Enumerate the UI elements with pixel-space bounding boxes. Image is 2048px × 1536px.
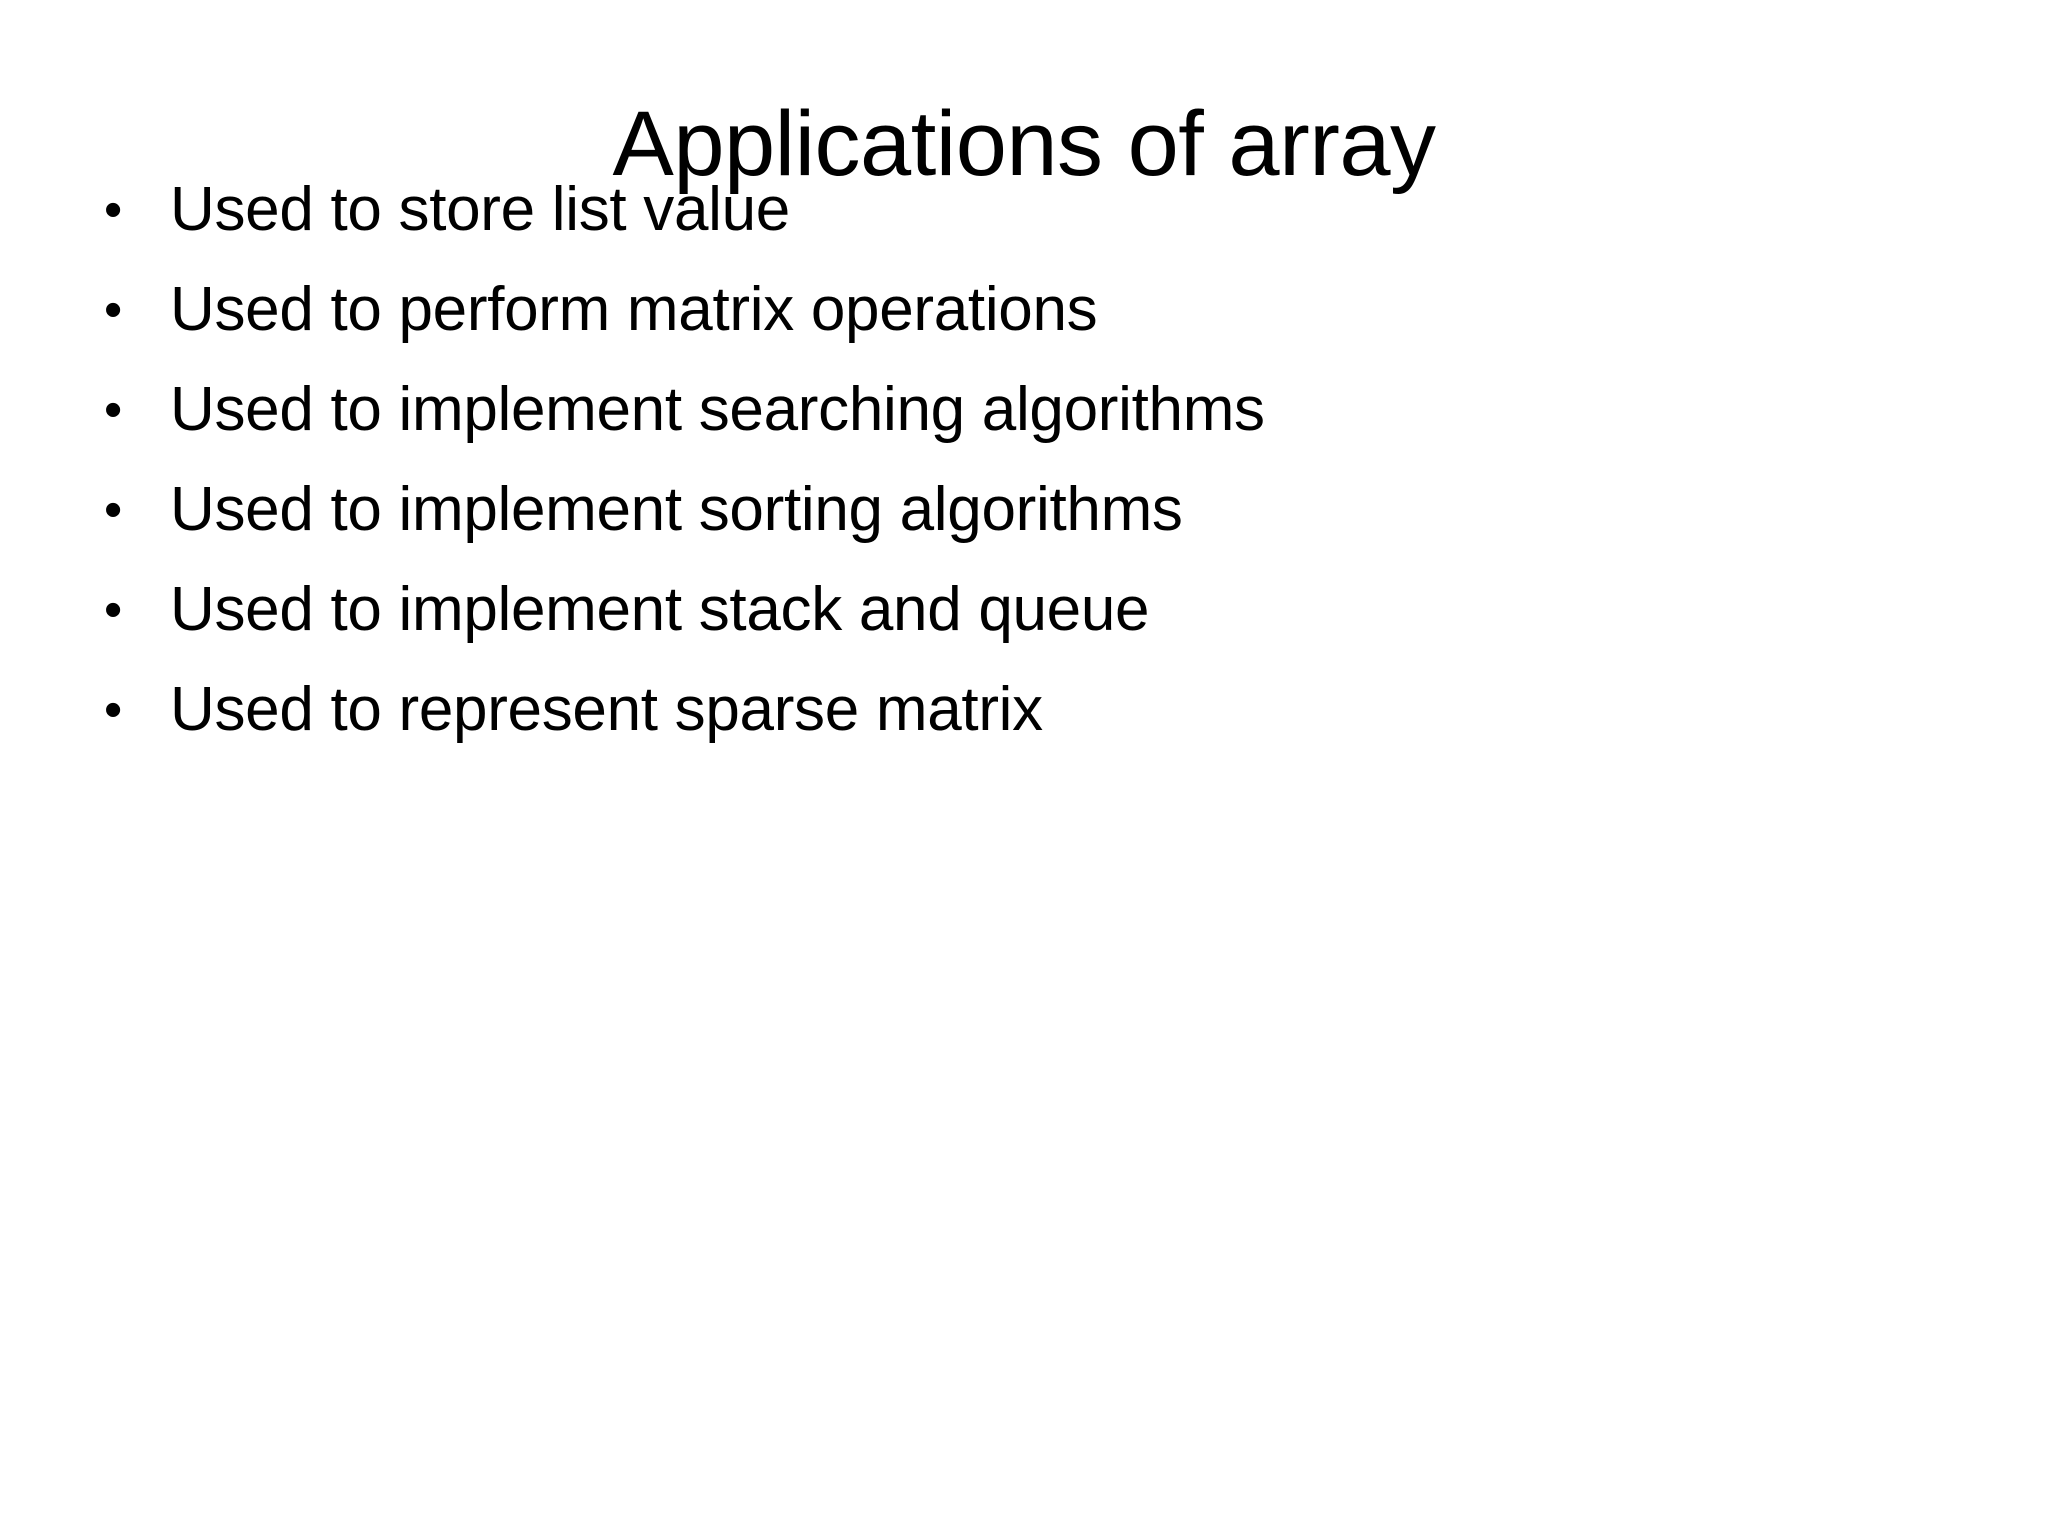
list-item-label: Used to store list value (170, 175, 790, 244)
list-item: • Used to implement searching algorithms (98, 360, 1958, 460)
page-title: Applications of array (612, 92, 1436, 195)
bullet-point-icon: • (104, 181, 122, 239)
bullet-point-icon: • (104, 481, 122, 539)
list-item-label: Used to implement searching algorithms (170, 375, 1265, 444)
list-item: • Used to implement stack and queue (98, 560, 1958, 660)
list-item: • Used to perform matrix operations (98, 260, 1958, 360)
bullet-point-icon: • (104, 581, 122, 639)
list-item: • Used to store list value (98, 160, 1958, 260)
list-item-label: Used to implement stack and queue (170, 575, 1150, 644)
list-item-label: Used to perform matrix operations (170, 275, 1098, 344)
bullet-point-icon: • (104, 681, 122, 739)
list-item: • Used to implement sorting algorithms (98, 460, 1958, 560)
bullet-list: • Used to store list value • Used to per… (98, 160, 1958, 760)
list-item: • Used to represent sparse matrix (98, 660, 1958, 760)
list-item-label: Used to represent sparse matrix (170, 675, 1043, 744)
bullet-point-icon: • (104, 281, 122, 339)
list-item-label: Used to implement sorting algorithms (170, 475, 1183, 544)
bullet-point-icon: • (104, 381, 122, 439)
